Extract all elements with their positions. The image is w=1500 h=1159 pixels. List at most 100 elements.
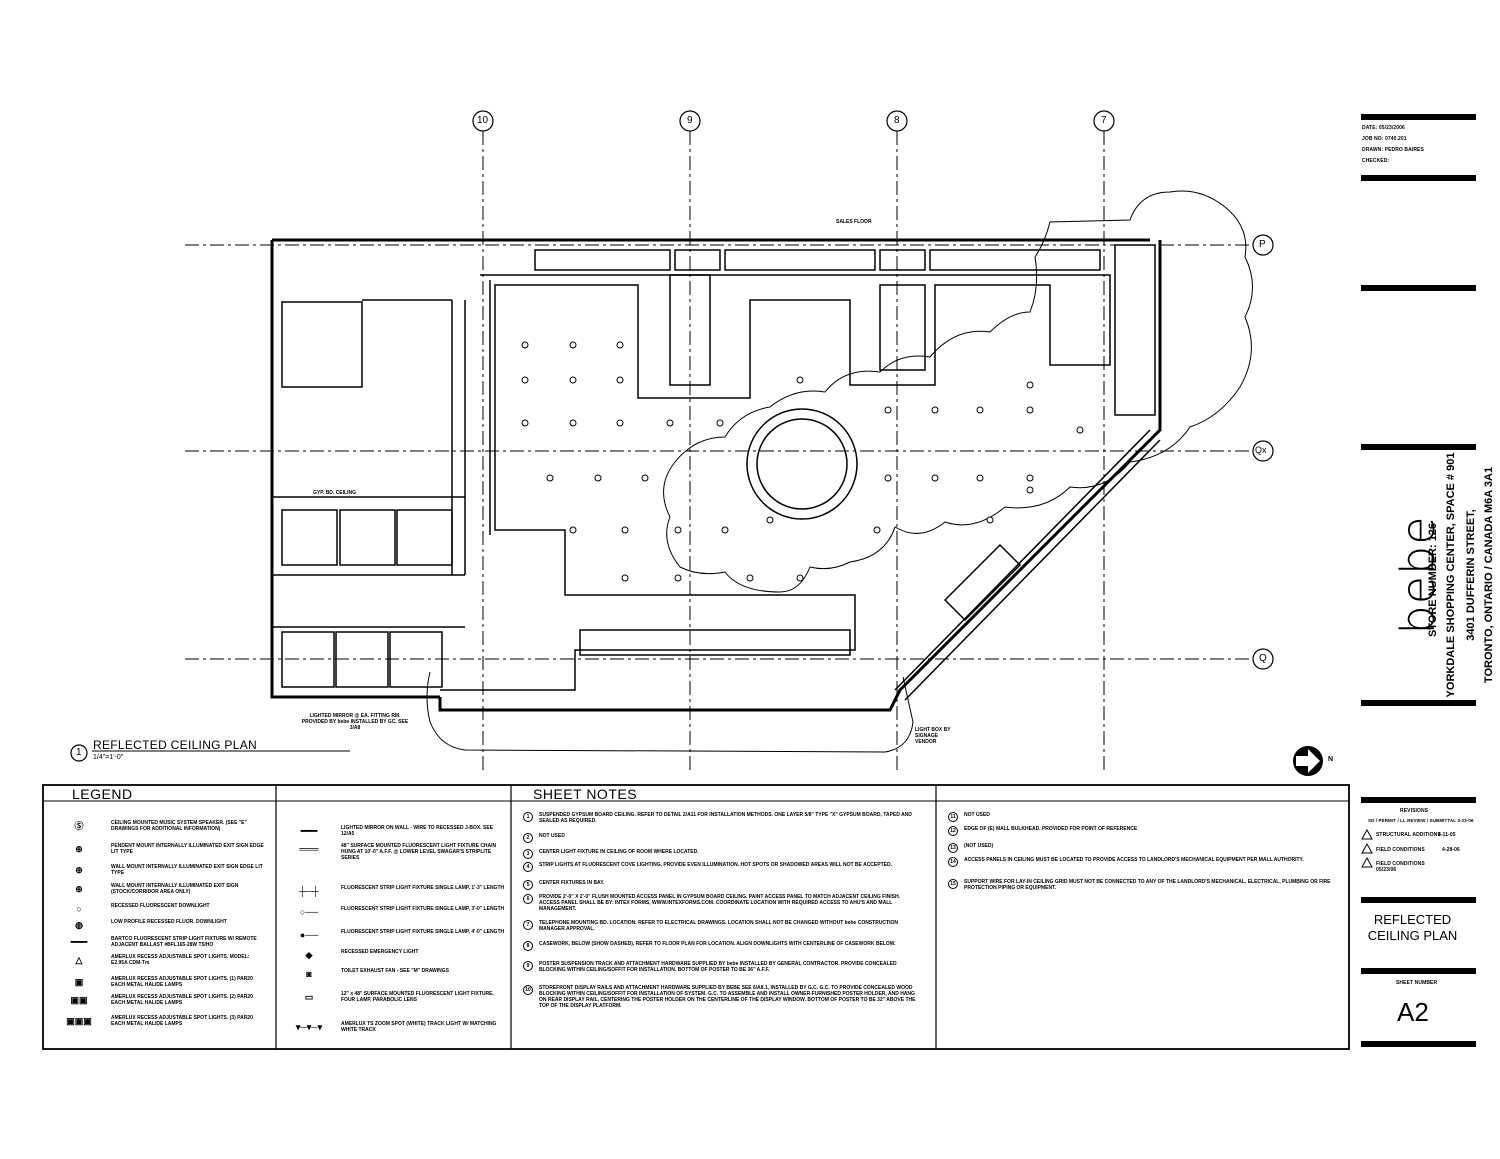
north-label: N (1328, 756, 1334, 763)
sheet-notes-title: SHEET NOTES (533, 786, 638, 802)
title-block-bars (1361, 114, 1476, 1047)
low-profile-downlight-icon: ◍ (75, 920, 83, 930)
walls (270, 238, 1162, 712)
tb-rev-1: STRUCTURAL ADDITIONS (1376, 832, 1441, 838)
plan-number: 1 (76, 747, 82, 758)
note-text: CASEWORK, BELOW (SHOW DASHED), REFER TO … (539, 941, 896, 947)
grid-label-q: Q (1259, 653, 1267, 664)
exhaust-fan-icon: ◙ (306, 969, 312, 979)
note-number: 1 (523, 812, 533, 822)
tb-drawn: DRAWN: PEDRO BAIRES (1362, 147, 1424, 153)
tb-rev-1-date: 4-11-05 (1438, 832, 1456, 838)
sheet-number: A2 (1397, 997, 1429, 1027)
revision-cloud (663, 190, 1253, 593)
tb-date: DATE: 05/23/2006 (1362, 125, 1405, 131)
note-number: 5 (523, 880, 533, 890)
spot-light-triangle-icon: △ (75, 955, 83, 965)
note-text: POSTER SUSPENSION TRACK AND ATTACHMENT H… (539, 961, 897, 973)
legend-title: LEGEND (72, 786, 133, 802)
legend-text: LOW PROFILE RECESSED FLUOR. DOWNLIGHT (111, 919, 227, 925)
note-text: NOT USED (539, 833, 565, 839)
legend-text: RECESSED FLUORESCENT DOWNLIGHT (111, 903, 210, 909)
grid-lines (185, 131, 1252, 770)
note-number: 13 (948, 843, 958, 853)
wall-exit-sign-stock-icon: ⊕ (75, 884, 83, 894)
note-text: TELEPHONE MOUNTING BD. LOCATION. REFER T… (539, 920, 898, 932)
note-number: 15 (948, 879, 958, 889)
grid-label-qx: Qx (1255, 445, 1267, 455)
legend-text: 48" SURFACE MOUNTED FLUORESCENT LIGHT FI… (341, 843, 497, 861)
tb-center: YORKDALE SHOPPING CENTER, SPACE # 901 (1445, 452, 1457, 698)
tb-checked: CHECKED: (1362, 158, 1390, 164)
mirror-light-icon: ━━━ (300, 826, 318, 836)
note-number: 14 (948, 857, 958, 867)
note-text: SUPPORT WIRE FOR LAY-IN CEILING GRID MUS… (964, 879, 1331, 891)
tb-revisions-line: SD / PERMIT / LL REVIEW / SUBMITTAL 3-23… (1368, 818, 1474, 823)
surface-fluorescent-icon: ═══ (299, 844, 319, 854)
tb-rev-2: FIELD CONDITIONS (1376, 847, 1425, 853)
strip-light-icon: ━━━ (70, 937, 88, 947)
legend-text: FLUORESCENT STRIP LIGHT FIXTURE SINGLE L… (341, 906, 505, 912)
legend-text: 12" x 48" SURFACE MOUNTED FLUORESCENT LI… (341, 991, 494, 1003)
legend-text: LIGHTED MIRROR ON WALL - WIRE TO RECESSE… (341, 825, 494, 837)
legend-text: TOILET EXHAUST FAN - SEE "M" DRAWINGS (341, 968, 449, 974)
wall-exit-sign-icon: ⊕ (75, 865, 83, 875)
grid-label-7: 7 (1101, 115, 1107, 126)
note-number: 7 (523, 920, 533, 930)
spot-light-double-icon: ▣▣ (70, 995, 88, 1005)
sheet-number-label: SHEET NUMBER (1396, 980, 1438, 986)
legend-text: AMERLUX RECESS ADJUSTABLE SPOT LIGHTS. (… (111, 994, 253, 1006)
north-arrow-icon (1293, 746, 1323, 776)
legend-text: WALL MOUNT INTERNALLY ILLUMINATED EXIT S… (111, 864, 263, 876)
note-number: 10 (523, 985, 533, 995)
note-number: 11 (948, 812, 958, 822)
legend-text: AMERLUX RECESS ADJUSTABLE SPOT LIGHTS. (… (111, 1015, 253, 1027)
tb-revisions-title: REVISIONS (1400, 808, 1429, 814)
note-text: CENTER FIXTURES IN BAY. (539, 880, 605, 886)
tb-store-number: STORE NUMBER: 126 (1427, 522, 1439, 638)
light-box-note: LIGHT BOX BY SIGNAGE VENDOR (915, 727, 951, 745)
legend-text: CEILING MOUNTED MUSIC SYSTEM SPEAKER. (S… (111, 820, 247, 832)
legend-text: FLUORESCENT STRIP LIGHT FIXTURE SINGLE L… (341, 929, 505, 935)
tb-street: 3401 DUFFERIN STREET, (1465, 509, 1477, 641)
note-number: 3 (523, 849, 533, 859)
downlights (521, 341, 1084, 582)
note-text: NOT USED (964, 812, 990, 818)
mirror-note: LIGHTED MIRROR @ EA. FITTING RM. PROVIDE… (301, 713, 409, 731)
tb-city: TORONTO, ONTARIO / CANADA M6A 3A1 (1483, 466, 1495, 684)
plan-number-bubble (70, 744, 88, 762)
note-number: 4 (523, 862, 533, 872)
legend-text: AMERLUX RECESS ADJUSTABLE SPOT LIGHTS. (… (111, 976, 253, 988)
plan-title: REFLECTED CEILING PLAN (93, 738, 257, 752)
legend-text: WALL MOUNT INTERNALLY ILLUMINATED EXIT S… (111, 883, 239, 895)
emergency-light-icon: ◆ (305, 950, 313, 960)
speaker-icon: Ⓢ (74, 821, 84, 831)
plan-scale: 1/4"=1'-0" (93, 754, 124, 761)
note-number: 2 (523, 833, 533, 843)
surface-light-icon: ▭ (304, 992, 314, 1002)
spot-light-single-icon: ▣ (74, 977, 84, 987)
grid-label-10: 10 (477, 115, 489, 126)
grid-label-9: 9 (687, 115, 693, 126)
gyp-ceiling-note: GYP. BD. CEILING (313, 490, 356, 496)
grid-label-p: P (1259, 239, 1266, 250)
note-number: 12 (948, 826, 958, 836)
pendant-exit-sign-icon: ⊕ (75, 844, 83, 854)
spot-light-triple-icon: ▣▣▣ (66, 1016, 92, 1026)
note-text: SUSPENDED GYPSUM BOARD CEILING. REFER TO… (539, 812, 912, 824)
legend-text: AMERLUX TS ZOOM SPOT (WHITE) TRACK LIGHT… (341, 1021, 497, 1033)
tb-job: JOB NO: 0740.201 (1362, 136, 1407, 142)
note-number: 6 (523, 894, 533, 904)
strip-4ft-icon: ●── (299, 930, 319, 940)
bottom-tables (42, 784, 1350, 1050)
legend-text: RECESSED EMERGENCY LIGHT (341, 949, 419, 955)
note-text: STRIP LIGHTS AT FLUORESCENT COVE LIGHTIN… (539, 862, 892, 868)
strip-3ft-icon: ○── (299, 907, 319, 917)
tb-rev-3: FIELD CONDITIONS 05/23/06 (1376, 861, 1425, 873)
grid-bubbles (472, 110, 1274, 670)
note-text: STOREFRONT DISPLAY RAILS AND ATTACHMENT … (539, 985, 916, 1009)
note-text: (NOT USED) (964, 843, 994, 849)
legend-text: FLUORESCENT STRIP LIGHT FIXTURE SINGLE L… (341, 885, 505, 891)
note-text: EDGE OF (E) MALL BULKHEAD. PROVIDED FOR … (964, 826, 1138, 832)
